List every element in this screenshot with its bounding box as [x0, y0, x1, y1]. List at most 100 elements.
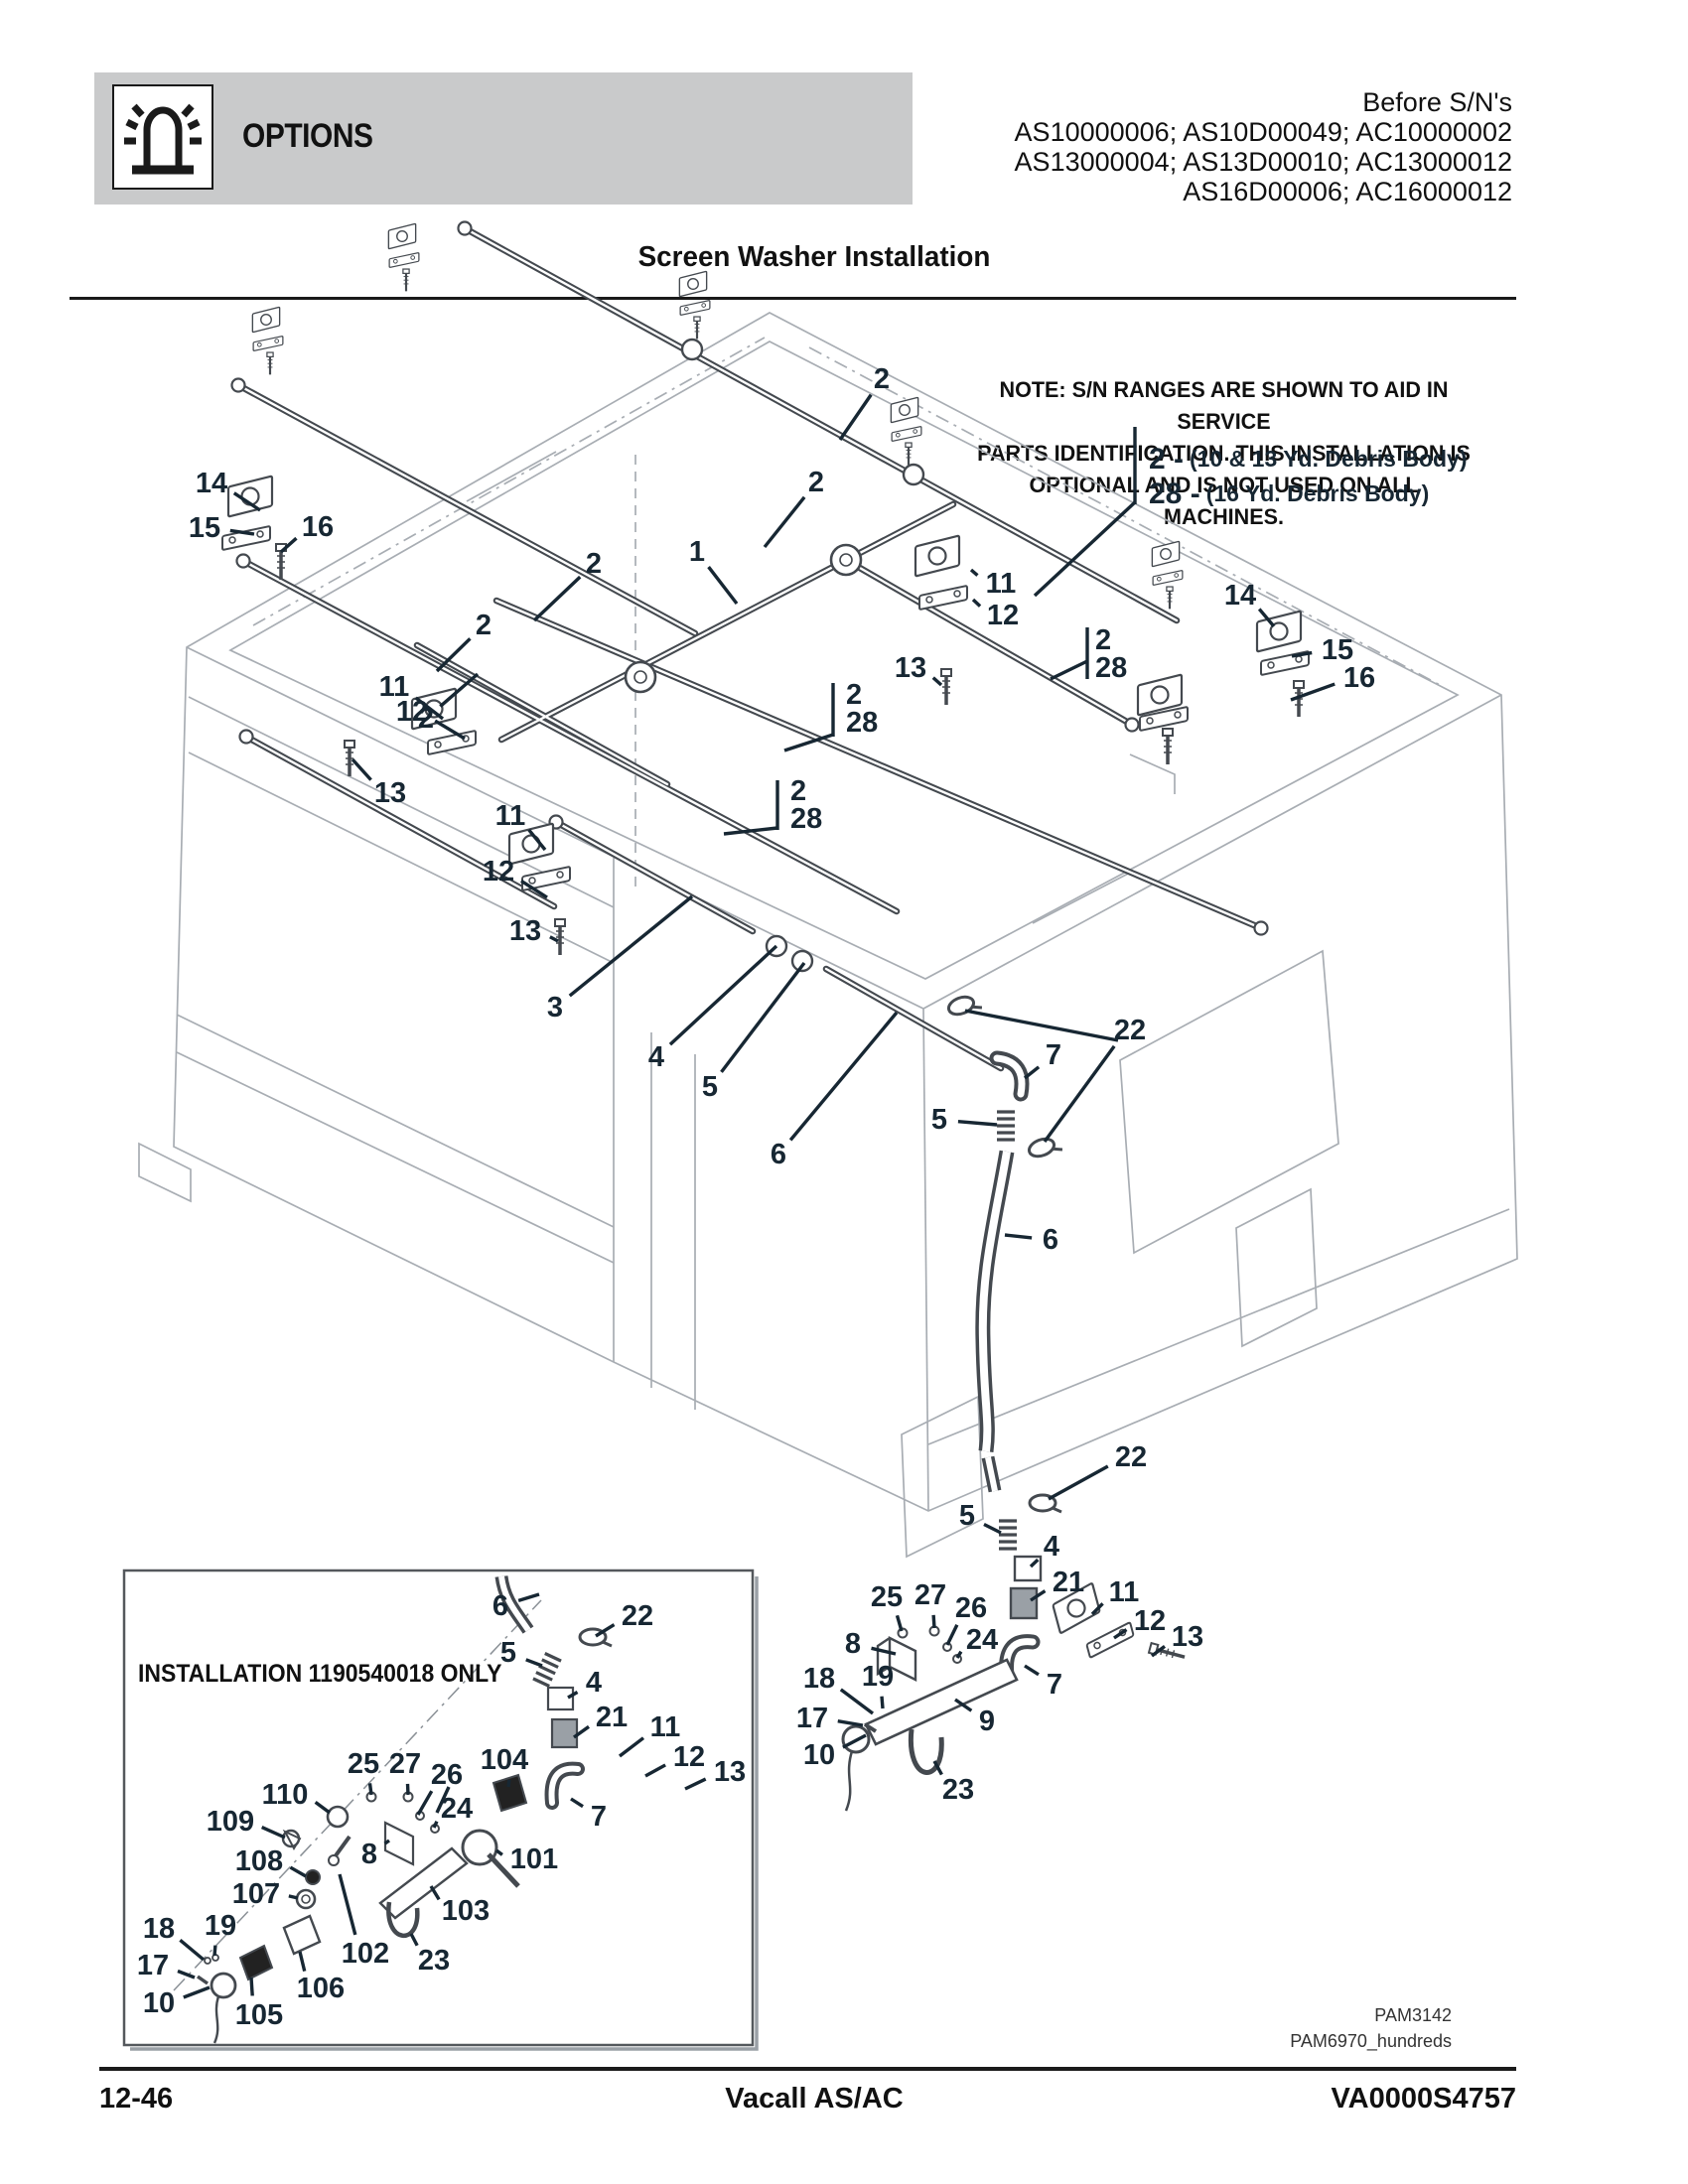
part-callout-13: 13: [509, 915, 541, 947]
part-callout-11: 11: [650, 1711, 681, 1743]
footer-page-number: 12-46: [99, 2083, 174, 2115]
part-callout-13: 13: [1172, 1621, 1203, 1653]
legend-entry: 28 -(16 Yd. Debris Body): [1149, 478, 1429, 510]
part-callout-12: 12: [673, 1741, 705, 1773]
callout-leader: [434, 719, 466, 741]
callout-leader: [1048, 1464, 1109, 1501]
callout-leader: [568, 894, 694, 998]
part-callout-1: 1: [689, 536, 705, 568]
callout-leader: [183, 1985, 211, 1999]
part-callout-27: 27: [914, 1579, 946, 1611]
callout-leader: [549, 935, 559, 943]
callout-leader: [957, 1119, 998, 1127]
part-callout-11: 11: [1109, 1576, 1140, 1608]
callout-leader: [1029, 1558, 1040, 1569]
callout-leader: [1043, 1044, 1116, 1144]
part-callout-24: 24: [966, 1624, 998, 1656]
part-callout-10: 10: [143, 1987, 175, 2019]
callout-leader: [439, 672, 480, 708]
title-rule: [70, 297, 1516, 300]
part-callout-23: 23: [942, 1774, 974, 1806]
part-callout-104: 104: [481, 1744, 528, 1776]
part-callout-2: 2: [790, 775, 806, 807]
part-callout-21: 21: [1053, 1567, 1084, 1598]
part-callout-12: 12: [483, 856, 514, 887]
callout-leader: [932, 1760, 943, 1776]
callout-leader: [1004, 1233, 1033, 1240]
callout-leader: [838, 393, 873, 441]
part-callout-6: 6: [492, 1590, 508, 1622]
callout-leader: [1023, 1065, 1041, 1080]
part-callout-24: 24: [441, 1793, 473, 1825]
part-callout-16: 16: [1343, 662, 1375, 694]
callout-leader: [383, 1839, 390, 1845]
part-callout-25: 25: [348, 1748, 379, 1780]
callout-leader: [955, 1650, 963, 1659]
callout-leader: [1024, 1664, 1040, 1677]
callout-leader: [880, 1696, 885, 1709]
part-callout-6: 6: [771, 1139, 786, 1170]
part-callout-3: 3: [547, 992, 563, 1024]
part-callout-26: 26: [955, 1592, 987, 1624]
part-callout-14: 14: [196, 468, 227, 499]
callout-leader: [668, 944, 778, 1046]
part-callout-17: 17: [796, 1703, 828, 1734]
part-callout-13: 13: [714, 1756, 746, 1788]
part-callout-7: 7: [1046, 1039, 1061, 1071]
callout-leader: [570, 1797, 584, 1809]
part-callout-13: 13: [374, 777, 406, 809]
part-callout-7: 7: [591, 1801, 607, 1833]
part-callout-4: 4: [1044, 1531, 1059, 1563]
part-callout-109: 109: [207, 1806, 254, 1838]
callout-leader: [494, 1848, 503, 1856]
callout-leader: [595, 1623, 616, 1638]
part-callout-27: 27: [389, 1748, 421, 1780]
part-callout-15: 15: [189, 512, 220, 544]
part-callout-110: 110: [262, 1779, 309, 1811]
callout-leader: [931, 1614, 936, 1629]
part-callout-5: 5: [959, 1500, 975, 1532]
footer-doc-code: VA0000S4757: [1331, 2083, 1516, 2115]
callout-leader: [839, 1688, 875, 1715]
hardware-parts: [221, 220, 1310, 1812]
callout-leader: [517, 1592, 540, 1603]
part-callout-15: 15: [1322, 634, 1353, 666]
callout-leader: [260, 1826, 286, 1840]
callout-leader: [435, 637, 472, 673]
callout-leader: [525, 1658, 543, 1668]
part-callout-17: 17: [137, 1950, 169, 1981]
callout-leader: [532, 575, 582, 622]
sn-heading: Before S/N's: [1362, 87, 1512, 117]
callout-line: [1050, 659, 1088, 681]
callout-leader: [720, 961, 806, 1073]
part-callout-5: 5: [702, 1071, 718, 1103]
part-callout-22: 22: [1115, 1441, 1147, 1473]
serial-number-block: Before S/N's AS10000006; AS10D00049; AC1…: [894, 87, 1512, 206]
note-block: NOTE: S/N RANGES ARE SHOWN TO AID IN SER…: [973, 374, 1475, 533]
part-callout-4: 4: [648, 1041, 664, 1073]
part-callout-9: 9: [979, 1706, 995, 1737]
callout-leader: [367, 1783, 373, 1796]
callout-line: [1033, 500, 1137, 598]
callout-leader: [351, 757, 372, 781]
sn-line: AS16D00006; AC16000012: [1183, 177, 1512, 206]
washer-tubes: [234, 224, 1265, 1072]
callout-line: [964, 1009, 1119, 1042]
part-callout-5: 5: [500, 1637, 516, 1669]
callout-leader: [1291, 650, 1313, 658]
part-callout-28: 28: [790, 803, 822, 835]
part-callout-2: 2: [586, 548, 602, 580]
callout-leader: [1090, 1602, 1104, 1616]
callout-leader: [983, 1522, 1002, 1535]
callout-leader: [298, 1951, 307, 1973]
part-callout-21: 21: [596, 1702, 628, 1733]
callout-leader: [954, 1698, 973, 1712]
callout-leader: [338, 1873, 357, 1936]
callout-leader: [871, 1646, 897, 1656]
callout-leader: [1290, 682, 1336, 702]
callout-leader: [232, 491, 261, 512]
part-callout-2: 2: [846, 679, 862, 711]
sn-line: AS13000004; AS13D00010; AC13000012: [1014, 147, 1512, 177]
